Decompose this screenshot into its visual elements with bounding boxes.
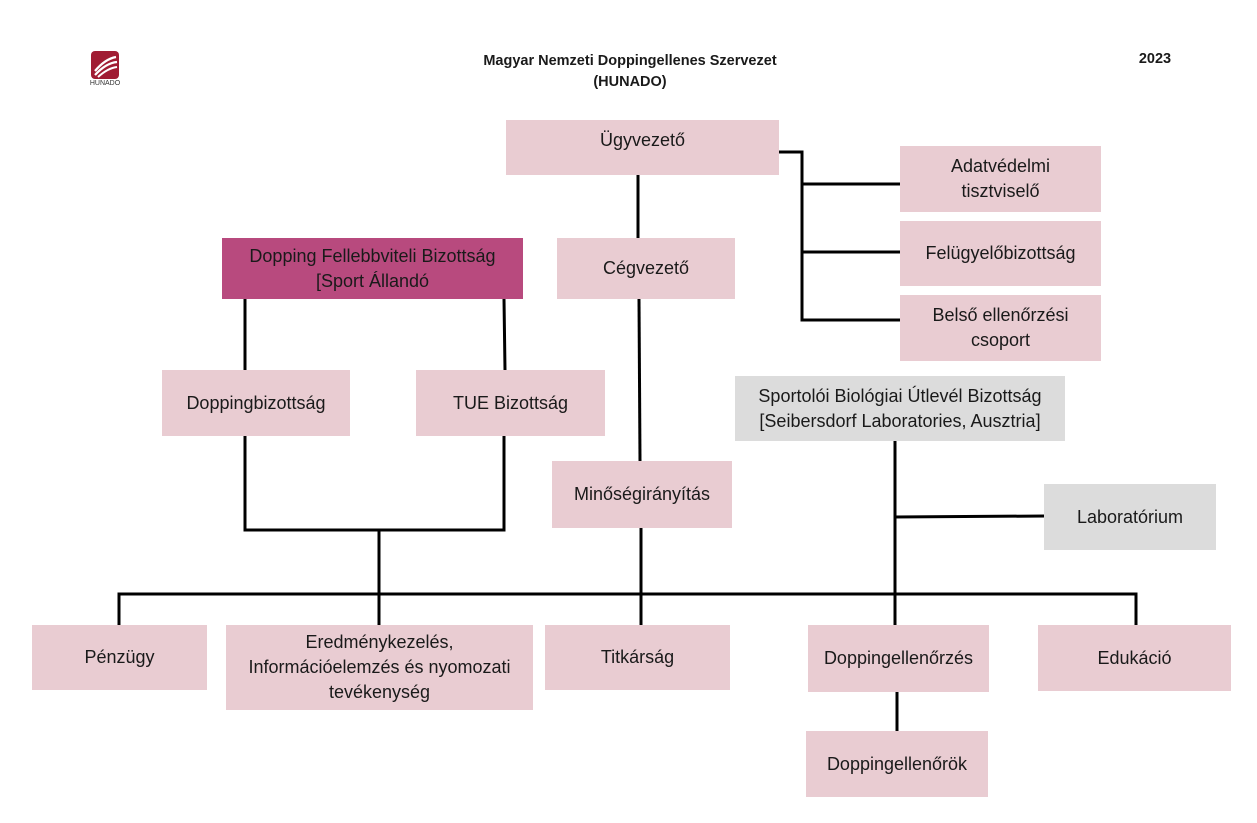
box-eredmenykezeles: Eredménykezelés, Információelemzés és ny… — [226, 625, 533, 710]
box-dopping-fellebbviteli-bizottsag: Dopping Fellebbviteli Bizottság [Sport Á… — [222, 238, 523, 299]
box-label: Edukáció — [1097, 647, 1172, 668]
box-doppingellenorok: Doppingellenőrök — [806, 731, 988, 797]
box-label: Pénzügy — [84, 647, 155, 667]
box-felugyelobizottsag: Felügyelőbizottság — [900, 221, 1101, 286]
box-minosegiranyitas: Minőségirányítás — [552, 461, 732, 528]
box-label: Ügyvezető — [599, 130, 686, 150]
box-label-line: csoport — [970, 330, 1030, 350]
logo-mark-icon — [91, 51, 119, 79]
box-label-line: [Sport Állandó — [315, 270, 430, 291]
hunado-logo: HUNADO — [86, 51, 124, 88]
box-label: Doppingbizottság — [186, 392, 326, 413]
organization-name: Magyar Nemzeti Doppingellenes Szervezet — [483, 53, 777, 69]
box-penzugy: Pénzügy — [32, 625, 207, 690]
box-label-line: Sportolói Biológiai Útlevél Bizottság — [758, 385, 1042, 406]
box-label: Doppingellenőrök — [826, 753, 968, 774]
box-label-line: tevékenység — [328, 682, 431, 702]
box-label: Minőségirányítás — [573, 484, 711, 504]
box-doppingellenorzes: Doppingellenőrzés — [808, 625, 989, 692]
box-label: TUE Bizottság — [452, 392, 569, 413]
box-label-line: Adatvédelmi — [950, 156, 1051, 176]
page-title: Magyar Nemzeti Doppingellenes Szervezet … — [400, 51, 860, 93]
box-edukacio: Edukáció — [1038, 625, 1231, 691]
box-label-line: Belső ellenőrzési — [932, 305, 1069, 325]
box-titkarsag: Titkárság — [545, 625, 730, 690]
box-label: Felügyelőbizottság — [925, 243, 1076, 263]
box-tue-bizottsag: TUE Bizottság — [416, 370, 605, 436]
box-label: Laboratórium — [1076, 506, 1184, 527]
box-doppingbizottsag: Doppingbizottság — [162, 370, 350, 436]
box-belso-ellenorzesi-csoport: Belső ellenőrzési csoport — [900, 295, 1101, 361]
box-sportoloi-biologiai-utlevel-bizottsag: Sportolói Biológiai Útlevél Bizottság [S… — [735, 376, 1065, 441]
box-label-line: Eredménykezelés, — [305, 632, 454, 652]
box-label: Titkárság — [600, 647, 675, 667]
year-label: 2023 — [1138, 51, 1172, 67]
logo-text: HUNADO — [89, 80, 121, 87]
box-label: Cégvezető — [602, 258, 690, 278]
box-laboratorium: Laboratórium — [1044, 484, 1216, 550]
box-ugyvezeto: Ügyvezető — [506, 120, 779, 175]
box-label: Doppingellenőrzés — [823, 648, 974, 668]
box-label-line: Dopping Fellebbviteli Bizottság — [249, 245, 496, 266]
box-label-line: Információelemzés és nyomozati — [248, 657, 511, 677]
box-cegvezeto: Cégvezető — [557, 238, 735, 299]
box-label-line: [Seibersdorf Laboratories, Ausztria] — [759, 410, 1041, 431]
box-adatvedelmi-tisztviselo: Adatvédelmi tisztviselő — [900, 146, 1101, 212]
box-label-line: tisztviselő — [961, 181, 1040, 201]
organization-abbreviation: (HUNADO) — [593, 74, 667, 90]
